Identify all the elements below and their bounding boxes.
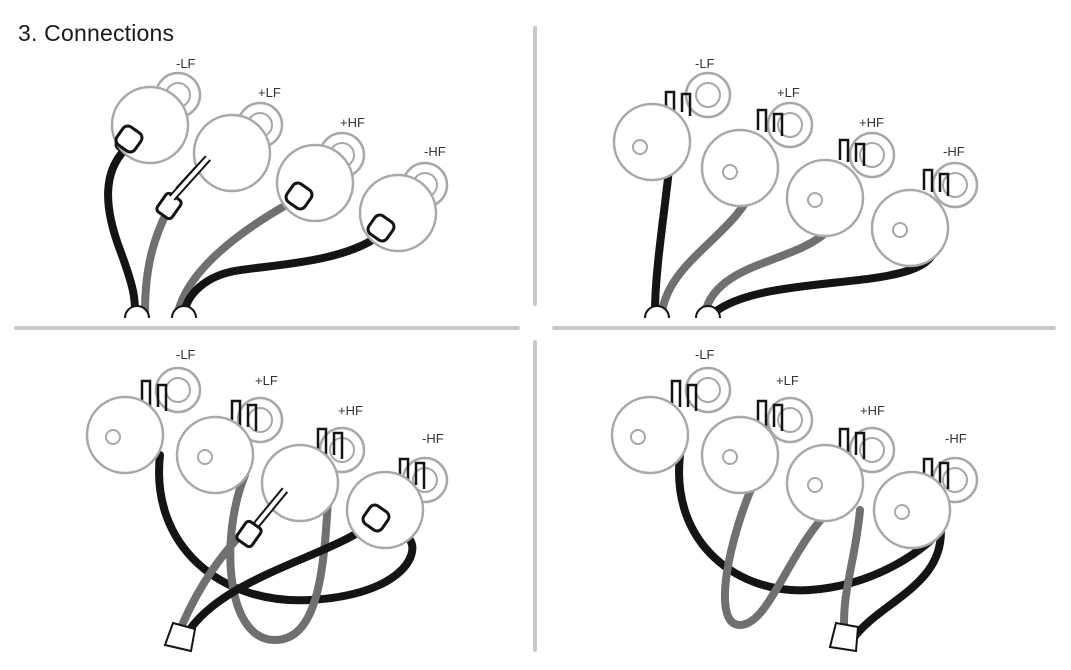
wire-black-hf-neg: [848, 516, 945, 644]
terminal-post-lf-pos: [700, 396, 814, 495]
label-hf-neg: -HF: [422, 431, 444, 446]
label-lf-pos: +LF: [255, 373, 278, 388]
terminal-post-lf-pos: [175, 396, 284, 495]
horizontal-divider-left: [14, 326, 520, 330]
wire-black-lf-neg: [155, 451, 417, 605]
terminal-post-lf-pos: [192, 101, 284, 193]
label-hf-neg: -HF: [943, 144, 965, 159]
terminal-post-lf-neg: [610, 366, 732, 475]
terminal-post-hf-neg: [358, 161, 449, 253]
label-hf-pos: +HF: [338, 403, 363, 418]
connection-diagram-top-left: -LF +LF +HF -HF: [104, 56, 449, 319]
wire-gray-hf-pos: [840, 506, 864, 644]
wire-black-lf-neg: [675, 451, 944, 595]
wire-black-hf-neg: [181, 231, 384, 316]
label-hf-pos: +HF: [860, 403, 885, 418]
terminal-post-lf-neg: [612, 71, 732, 182]
section-title: 3. Connections: [18, 20, 175, 46]
label-hf-neg: -HF: [424, 144, 446, 159]
wire-gray-lf-pos: [141, 206, 172, 316]
wire-gray-hf-pos: [174, 196, 299, 316]
panel-bottom-left-mixed-connections: -LF +LF +HF -HF: [60, 345, 520, 660]
wire-gray-lf-pos: [720, 476, 839, 630]
label-lf-pos: +LF: [258, 85, 281, 100]
terminal-post-hf-pos: [785, 131, 896, 238]
label-lf-pos: +LF: [776, 373, 799, 388]
terminal-post-lf-pos: [700, 101, 814, 208]
label-hf-pos: +HF: [859, 115, 884, 130]
terminal-post-hf-pos: [275, 131, 366, 223]
label-hf-neg: -HF: [945, 431, 967, 446]
vertical-divider-top: [533, 26, 537, 306]
terminal-post-lf-neg: [110, 71, 202, 165]
terminal-post-hf-neg: [345, 456, 449, 550]
vertical-divider-bottom: [533, 340, 537, 652]
label-lf-neg: -LF: [176, 347, 196, 362]
connection-diagram-bottom-left: -LF +LF +HF -HF: [85, 347, 449, 653]
panel-top-left-pin-connections: -LF +LF +HF -HF: [60, 50, 520, 320]
label-lf-neg: -LF: [695, 347, 715, 362]
terminal-post-hf-pos: [235, 426, 366, 549]
terminal-post-hf-pos: [785, 426, 896, 523]
terminal-post-hf-neg: [870, 161, 979, 268]
label-lf-neg: -LF: [176, 56, 196, 71]
label-lf-neg: -LF: [695, 56, 715, 71]
terminal-post-lf-neg: [85, 366, 202, 475]
label-lf-pos: +LF: [777, 85, 800, 100]
terminal-post-hf-neg: [872, 456, 979, 550]
connection-diagram-bottom-right: -LF +LF +HF -HF: [610, 347, 979, 653]
horizontal-divider-right: [552, 326, 1056, 330]
label-hf-pos: +HF: [340, 115, 365, 130]
wire-black-lf-neg: [104, 141, 139, 316]
connection-diagram-top-right: -LF +LF +HF -HF: [612, 56, 979, 319]
panel-bottom-right-spade-crossing-connections: -LF +LF +HF -HF: [590, 345, 1050, 660]
panel-top-right-spade-connections: -LF +LF +HF -HF: [590, 50, 1050, 320]
